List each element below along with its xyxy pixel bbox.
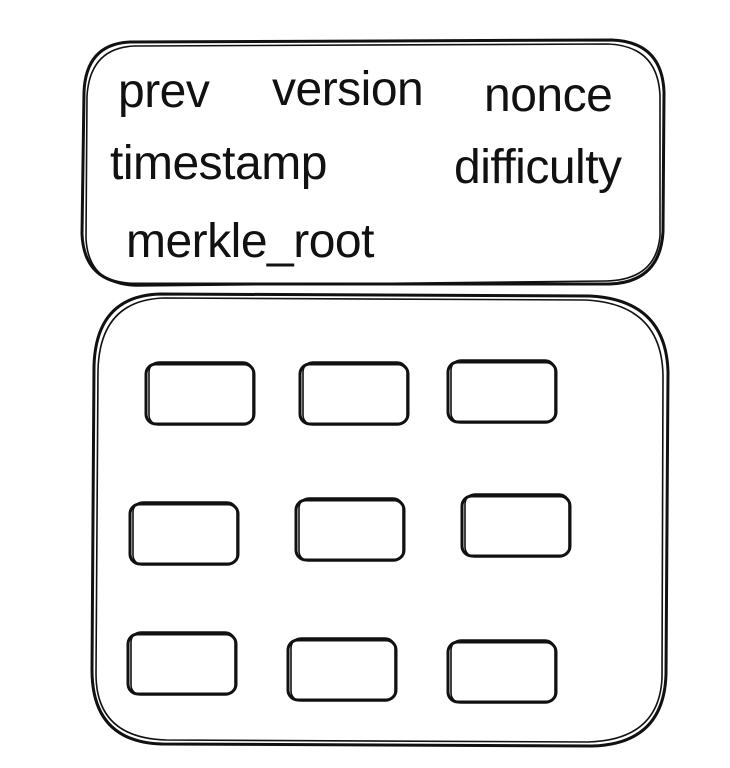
block-body-box	[90, 292, 670, 748]
field-prev: prev	[118, 65, 210, 118]
block-header-outline	[80, 38, 666, 286]
block-header-box	[80, 38, 666, 287]
transaction-box-outline-sketch	[148, 361, 254, 426]
transaction-box-outline-sketch	[298, 497, 404, 562]
transaction-box	[298, 361, 410, 426]
transaction-box	[446, 639, 558, 704]
block-body-outline-sketch	[95, 297, 664, 743]
transaction-box	[144, 361, 256, 426]
field-difficulty: difficulty	[454, 141, 622, 194]
transaction-box-outline	[446, 360, 558, 424]
block-body-outline	[90, 292, 670, 748]
field-timestamp: timestamp	[110, 137, 327, 190]
transaction-grid	[126, 359, 572, 704]
transaction-box-outline-sketch	[130, 631, 236, 696]
field-merkle-root: merkle_root	[126, 215, 374, 268]
transaction-box	[128, 501, 240, 566]
transaction-box-outline	[294, 498, 406, 562]
transaction-box-outline	[460, 494, 572, 558]
transaction-box-outline-sketch	[132, 501, 238, 566]
transaction-box-outline-sketch	[450, 639, 556, 704]
transaction-box-outline	[144, 362, 256, 426]
transaction-box-outline	[286, 638, 398, 702]
transaction-box	[286, 637, 398, 702]
block-header-outline-sketch	[85, 43, 661, 287]
transaction-box-outline-sketch	[302, 361, 408, 426]
field-version: version	[272, 63, 424, 116]
transaction-box-outline	[128, 502, 240, 566]
transaction-box-outline-sketch	[290, 637, 396, 702]
transaction-box	[126, 631, 238, 696]
transaction-box-outline-sketch	[464, 493, 570, 558]
transaction-box-outline	[126, 632, 238, 696]
transaction-box	[460, 493, 572, 558]
transaction-box-outline-sketch	[450, 359, 556, 424]
transaction-box	[446, 359, 558, 424]
transaction-box	[294, 497, 406, 562]
transaction-box-outline	[298, 362, 410, 426]
transaction-box-outline	[446, 640, 558, 704]
field-nonce: nonce	[484, 69, 613, 122]
